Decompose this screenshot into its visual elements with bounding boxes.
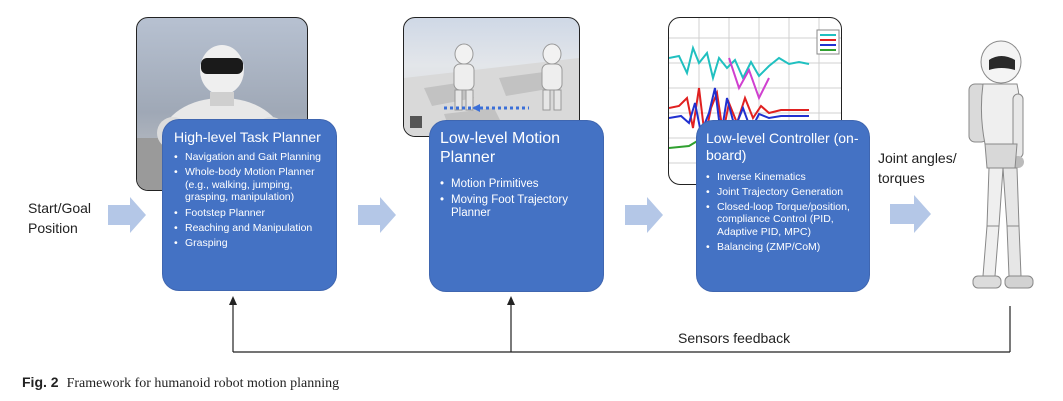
list-item: Motion Primitives — [440, 178, 598, 192]
block-item-list: Navigation and Gait Planning Whole-body … — [174, 151, 332, 252]
list-item: Inverse Kinematics — [706, 171, 866, 184]
flow-arrow-4 — [890, 195, 931, 233]
input-label: Start/Goal Position — [28, 200, 92, 236]
list-item: Closed-loop Torque/position, compliance … — [706, 201, 866, 239]
block-item-list: Inverse Kinematics Joint Trajectory Gene… — [706, 171, 866, 255]
block-title: Low-level Motion Planner — [440, 130, 561, 166]
low-level-controller-block: Low-level Controller (on-board) Inverse … — [697, 121, 869, 291]
flow-arrow-1 — [108, 197, 146, 233]
list-item: Footstep Planner — [174, 207, 332, 220]
high-level-task-planner-block: High-level Task Planner Navigation and G… — [163, 120, 336, 290]
block-title: High-level Task Planner — [174, 129, 321, 145]
list-item: Navigation and Gait Planning — [174, 151, 332, 164]
figure-caption: Fig. 2 Framework for humanoid robot motio… — [22, 374, 339, 392]
block-title: Low-level Controller (on-board) — [706, 130, 859, 163]
low-level-motion-planner-block: Low-level Motion Planner Motion Primitiv… — [430, 121, 603, 291]
list-item: Reaching and Manipulation — [174, 222, 332, 235]
figure-number: Fig. 2 — [22, 374, 59, 390]
list-item: Whole-body Motion Planner (e.g., walking… — [174, 166, 332, 204]
output-label: Joint angles/ torques — [878, 150, 957, 186]
list-item: Balancing (ZMP/CoM) — [706, 241, 866, 254]
flow-arrow-3 — [625, 197, 663, 233]
block-item-list: Motion Primitives Moving Foot Trajectory… — [440, 178, 598, 223]
list-item: Grasping — [174, 237, 332, 250]
humanoid-robot-image — [968, 40, 1034, 289]
list-item: Joint Trajectory Generation — [706, 186, 866, 199]
feedback-label: Sensors feedback — [678, 330, 791, 346]
caption-text: Framework for humanoid robot motion plan… — [66, 376, 340, 391]
flow-arrow-2 — [358, 197, 396, 233]
list-item: Moving Foot Trajectory Planner — [440, 194, 598, 221]
